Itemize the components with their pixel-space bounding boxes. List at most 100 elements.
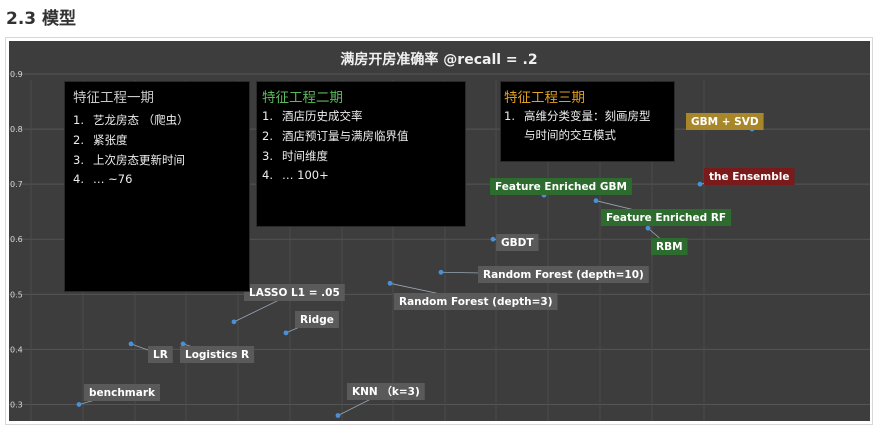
phase-one-item-4-text: … ~76 [93, 172, 133, 186]
data-point-7 [438, 269, 444, 275]
data-point-6 [387, 280, 393, 286]
phase-one-item-3: 3. 上次房态更新时间 [73, 152, 185, 168]
point-label-bg-8 [496, 234, 539, 251]
data-point-2 [180, 341, 186, 347]
data-point-11 [645, 225, 651, 231]
phase-two-title: 特征工程二期 [262, 90, 343, 106]
point-label-11: RBM [651, 238, 688, 255]
point-label-text-5: KNN （k=3) [352, 385, 420, 398]
phase-three-item-2: 与时间的交互模式 [504, 127, 616, 143]
point-label-8: GBDT [496, 234, 539, 251]
point-label-bg-5 [347, 383, 425, 400]
point-label-bg-3 [244, 284, 345, 301]
data-point-10 [593, 198, 599, 204]
data-point-12 [697, 181, 703, 187]
y-tick-label-0: 0.3 [10, 400, 23, 409]
point-label-text-9: Feature Enriched GBM [495, 181, 627, 193]
point-label-text-12: the Ensemble [709, 171, 789, 183]
point-label-bg-13 [686, 113, 764, 130]
point-label-bg-4 [295, 311, 339, 328]
point-label-bg-10 [601, 209, 732, 226]
phase-one-item-3-text: 上次房态更新时间 [93, 153, 185, 167]
phase-three-item-1-num: 1. [504, 109, 515, 123]
phase-one-item-2-num: 2. [73, 133, 84, 147]
phase-two-item-2-num: 2. [262, 129, 273, 143]
data-point-4 [283, 330, 289, 336]
phase-two-item-3-text: 时间维度 [282, 149, 328, 163]
point-label-bg-12 [704, 168, 795, 185]
point-label-5: KNN （k=3) [347, 383, 425, 400]
point-label-9: Feature Enriched GBM [490, 178, 632, 195]
phase-two-item-4-num: 4. [262, 168, 273, 182]
point-label-bg-0 [84, 384, 160, 401]
phase-two-item-3: 3. 时间维度 [262, 148, 328, 164]
phase-three-title: 特征工程三期 [504, 90, 585, 106]
y-tick-label-6: 0.9 [10, 70, 23, 79]
y-tick-label-2: 0.5 [10, 290, 23, 299]
phase-one-item-2: 2. 紧张度 [73, 132, 128, 148]
point-label-text-10: Feature Enriched RF [606, 212, 726, 224]
point-label-bg-1 [148, 346, 173, 363]
point-label-3: LASSO L1 = .05 [244, 284, 345, 301]
point-label-10: Feature Enriched RF [601, 209, 732, 226]
phase-one-title: 特征工程一期 [73, 90, 154, 106]
data-point-1 [128, 341, 134, 347]
point-label-text-8: GBDT [501, 237, 534, 249]
phase-three-box: 特征工程三期 1. 高维分类变量：刻画房型 与时间的交互模式 [500, 81, 675, 162]
point-label-text-0: benchmark [89, 387, 156, 399]
point-label-2: Logistics R [180, 346, 255, 363]
data-point-8 [490, 236, 496, 242]
point-label-text-11: RBM [656, 241, 683, 253]
point-label-text-7: Random Forest (depth=10) [483, 269, 644, 281]
phase-one-item-1-num: 1. [73, 113, 84, 127]
point-label-bg-11 [651, 238, 688, 255]
y-tick-label-5: 0.8 [10, 125, 23, 134]
point-label-text-2: Logistics R [185, 349, 249, 361]
data-point-5 [335, 413, 341, 418]
phase-one-item-1-text: 艺龙房态 （爬虫） [93, 113, 189, 127]
phase-two-item-1-text: 酒店历史成交率 [282, 109, 363, 123]
point-label-1: LR [148, 346, 173, 363]
point-label-6: Random Forest (depth=3) [394, 293, 558, 310]
point-label-text-3: LASSO L1 = .05 [249, 287, 340, 299]
phase-two-box: 特征工程二期 1. 酒店历史成交率 2. 酒店预订量与满房临界值 3. 时间维度 4.… [256, 81, 466, 227]
point-label-text-6: Random Forest (depth=3) [399, 296, 553, 308]
point-label-text-1: LR [153, 349, 168, 361]
point-label-12: the Ensemble [704, 168, 795, 185]
phase-two-item-2: 2. 酒店预订量与满房临界值 [262, 128, 409, 144]
point-label-bg-7 [478, 266, 649, 283]
phase-one-item-1: 1. 艺龙房态 （爬虫） [73, 112, 189, 128]
point-label-text-4: Ridge [300, 314, 334, 326]
phase-one-box: 特征工程一期 1. 艺龙房态 （爬虫） 2. 紧张度 3. 上次房态更新时间 4. … … [64, 81, 250, 292]
y-tick-label-4: 0.7 [10, 180, 23, 189]
phase-two-item-1: 1. 酒店历史成交率 [262, 108, 363, 124]
phase-three-item-2-text: 与时间的交互模式 [524, 128, 616, 142]
data-point-3 [231, 319, 237, 325]
phase-three-item-1-text: 高维分类变量：刻画房型 [524, 109, 651, 123]
chart-title: 满房开房准确率 @recall = .2 [340, 51, 537, 68]
point-label-7: Random Forest (depth=10) [478, 266, 649, 283]
point-label-4: Ridge [295, 311, 339, 328]
section-heading: 2.3 模型 [6, 9, 77, 29]
y-axis-ticks: 0.3 0.4 0.5 0.6 0.7 0.8 0.9 [10, 70, 23, 409]
phase-one-item-4-num: 4. [73, 172, 84, 186]
phase-one-item-2-text: 紧张度 [93, 133, 128, 147]
phase-two-item-1-num: 1. [262, 109, 273, 123]
point-label-bg-6 [394, 293, 558, 310]
point-label-text-13: GBM + SVD [691, 116, 759, 128]
phase-two-item-2-text: 酒店预订量与满房临界值 [282, 129, 409, 143]
data-point-0 [76, 402, 82, 407]
phase-three-item-1: 1. 高维分类变量：刻画房型 [504, 108, 651, 124]
y-tick-label-3: 0.6 [10, 235, 23, 244]
point-label-bg-9 [490, 178, 632, 195]
phase-one-item-3-num: 3. [73, 153, 84, 167]
phase-two-item-3-num: 3. [262, 149, 273, 163]
phase-two-item-4: 4. … 100+ [262, 168, 329, 182]
phase-one-item-4: 4. … ~76 [73, 172, 132, 186]
point-label-0: benchmark [84, 384, 160, 401]
phase-two-item-4-text: … 100+ [282, 168, 329, 182]
point-label-bg-2 [180, 346, 255, 363]
point-label-13: GBM + SVD [686, 113, 764, 130]
y-tick-label-1: 0.4 [10, 345, 23, 354]
